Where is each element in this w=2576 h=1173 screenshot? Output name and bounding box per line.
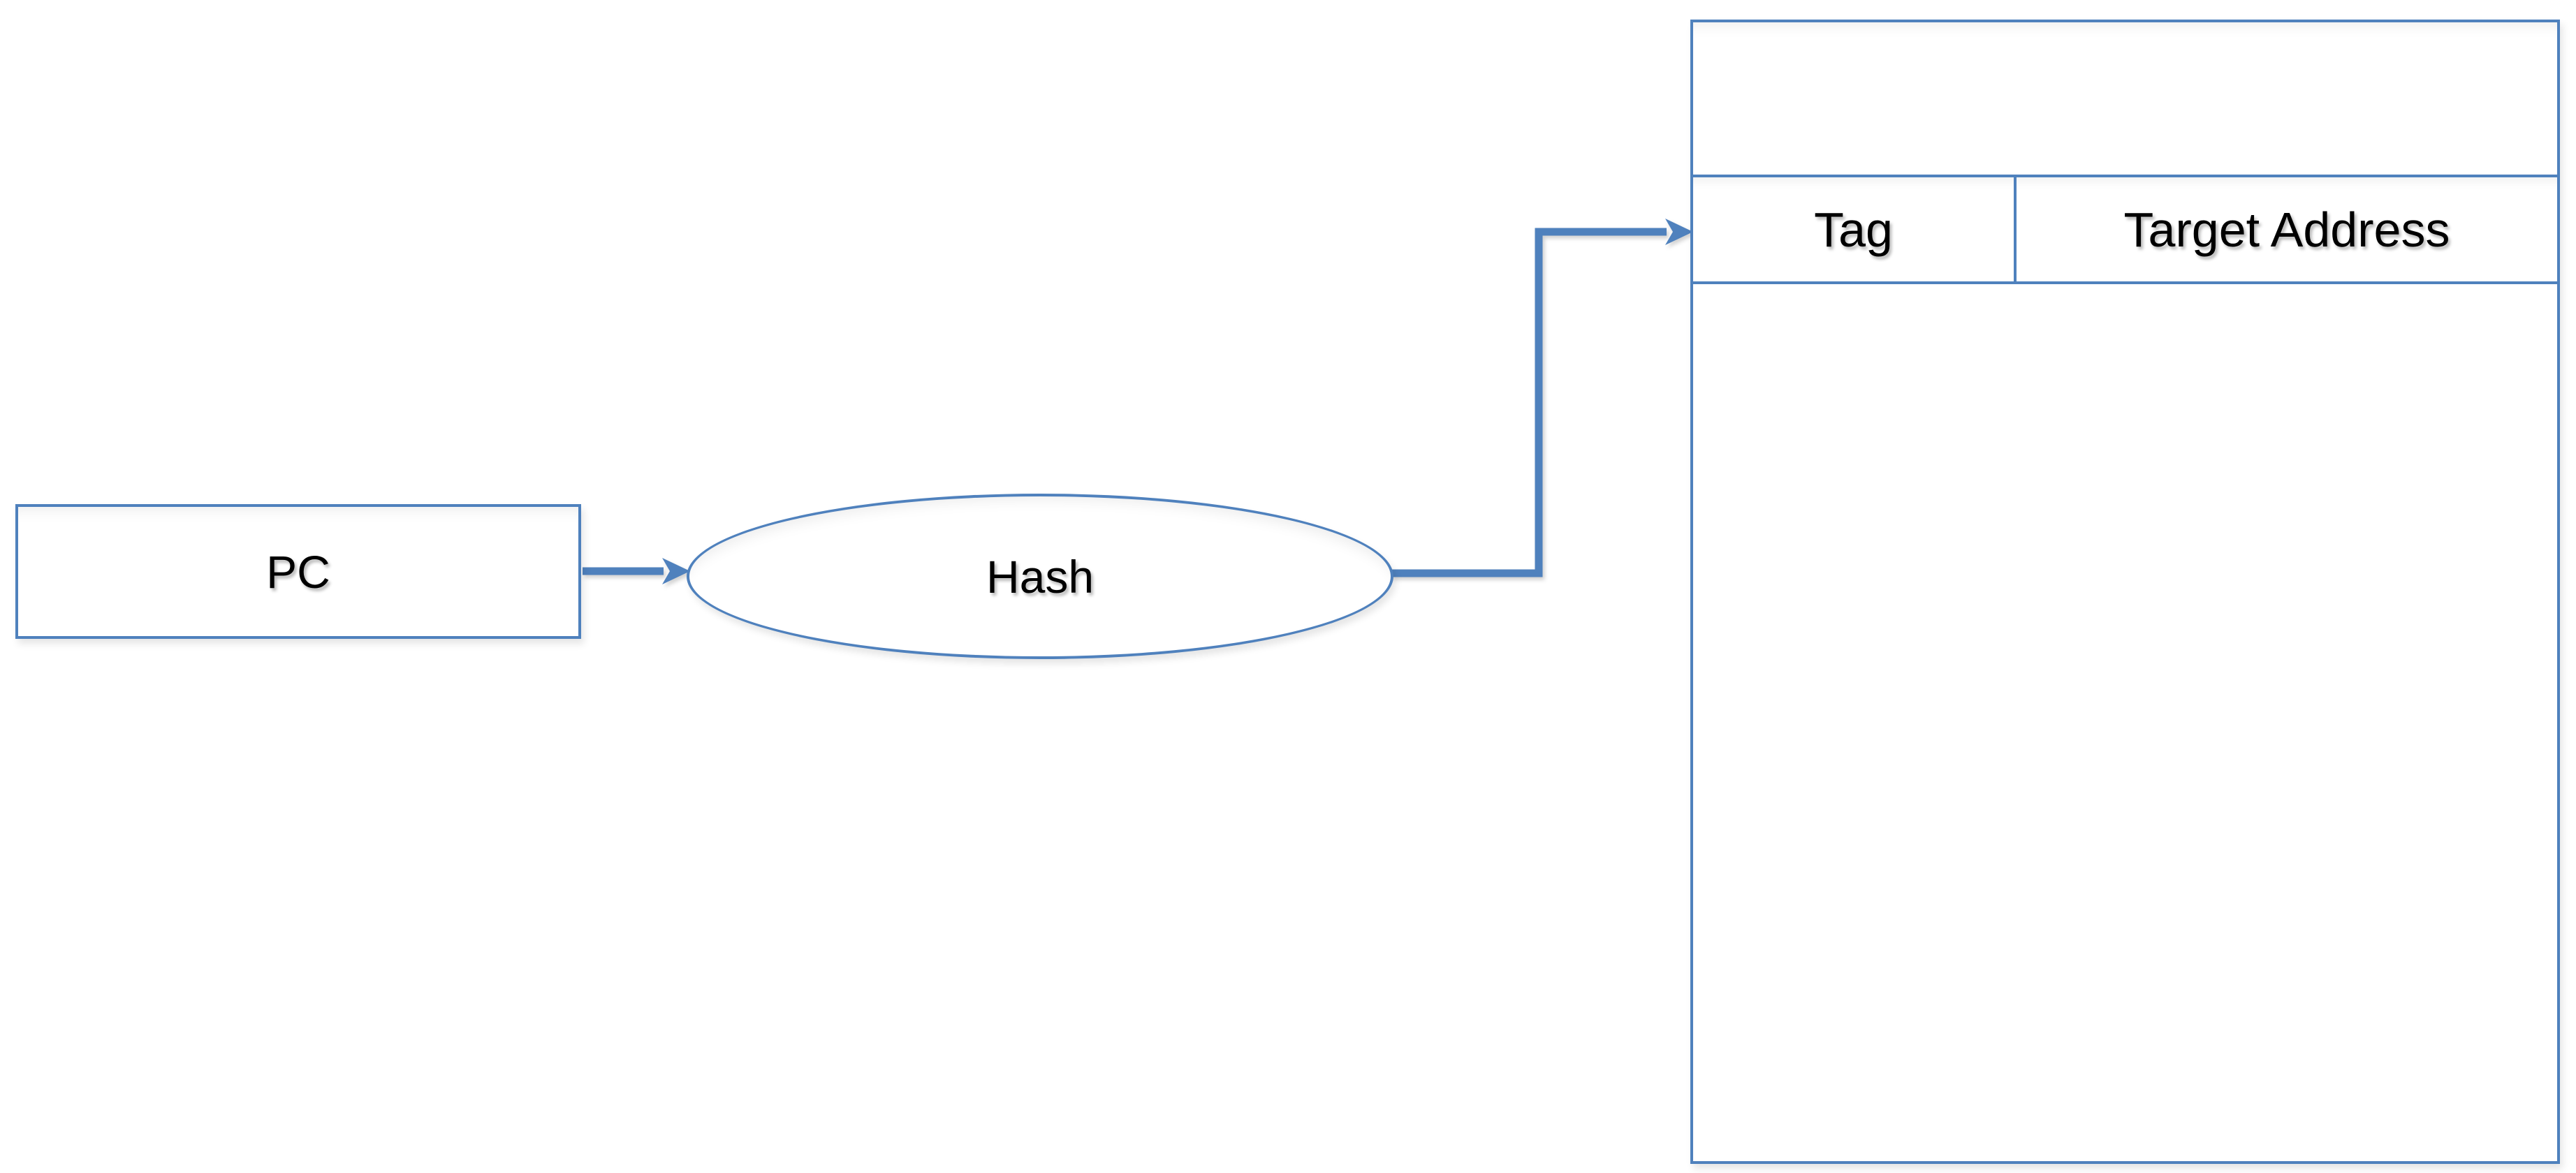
btb-table-header-row: Tag Target Address [1693,177,2557,284]
hash-node-label: Hash [986,550,1095,603]
column-header-target-address: Target Address [2017,177,2557,281]
column-header-tag: Tag [1693,177,2017,281]
hash-to-table-arrow [1391,219,1693,577]
hash-node: Hash [687,494,1393,659]
btb-table-top-section [1693,22,2557,177]
column-header-target-address-label: Target Address [2123,202,2450,257]
column-header-tag-label: Tag [1814,202,1893,257]
btb-table: Tag Target Address [1690,20,2560,1164]
btb-table-body [1693,284,2557,1161]
pc-to-hash-arrow [583,558,690,584]
pc-node-label: PC [266,545,330,598]
pc-node: PC [15,504,581,639]
